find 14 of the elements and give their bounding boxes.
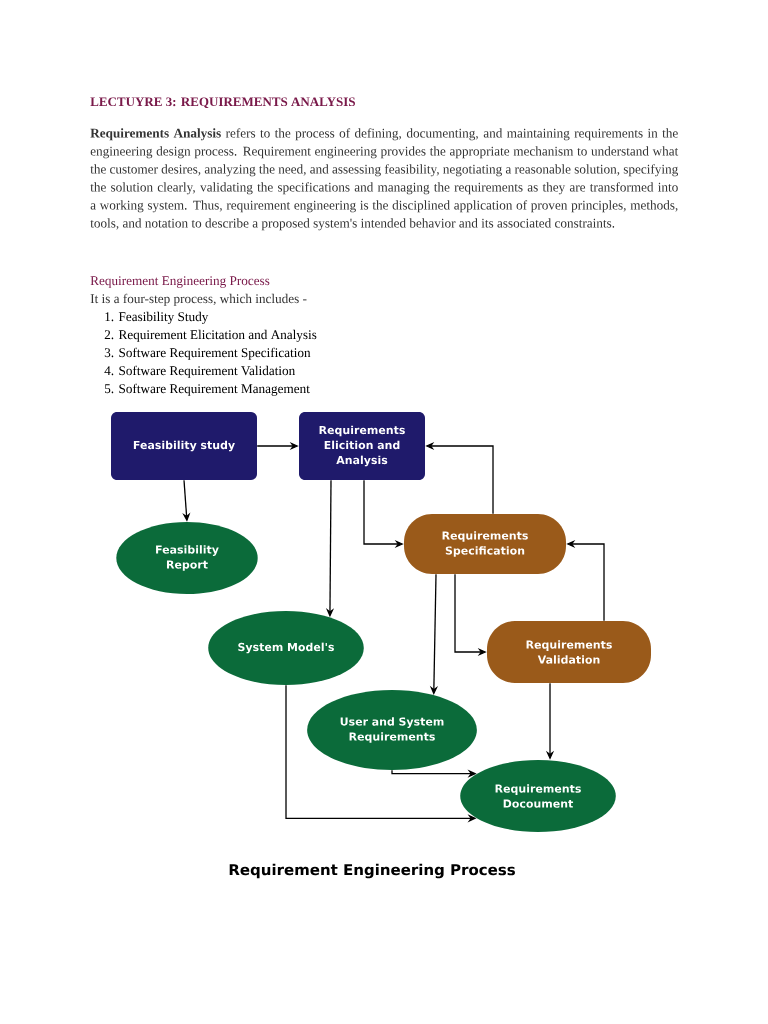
process-box: Requirements Elicition and Analysis	[299, 412, 425, 480]
list-item: 4. Software Requirement Validation	[104, 365, 295, 378]
list-item: 1. Feasibility Study	[105, 311, 209, 324]
heading: LECTUYRE 3: REQUIREMENTS ANALYSIS	[90, 97, 355, 109]
list-item: 5. Software Requirement Management	[104, 383, 310, 396]
process-box: Feasibility study	[111, 412, 257, 480]
process-pill: Requirements Specification	[404, 514, 566, 574]
paragraph: Requirements Analysis refers to the process of defining, documenting, and maintaining requirements in the engineering design process. Requirement engineering provides the appropriate mechanism to understand what the customer desires, analyzing the need, and assessing feasibility, negotiating a reasonable solution, specifying the solution clearly, validating the specifications and managing the requirements as they are transformed into a working system. Thus, requirement engineering is the disciplined application of proven principles, methods, tools, and notation to describe a proposed system's intended behavior and its associated constraints.	[90, 128, 679, 231]
caption: Requirement Engineering Process	[229, 863, 515, 879]
intro-text: It is a four-step process, which includes -	[90, 293, 307, 306]
process-pill: Requirements Validation	[487, 621, 651, 683]
list-item: 3. Software Requirement Specification	[104, 347, 311, 360]
subheading: Requirement Engineering Process	[90, 276, 270, 288]
list-item: 2. Requirement Elicitation and Analysis	[104, 329, 317, 342]
